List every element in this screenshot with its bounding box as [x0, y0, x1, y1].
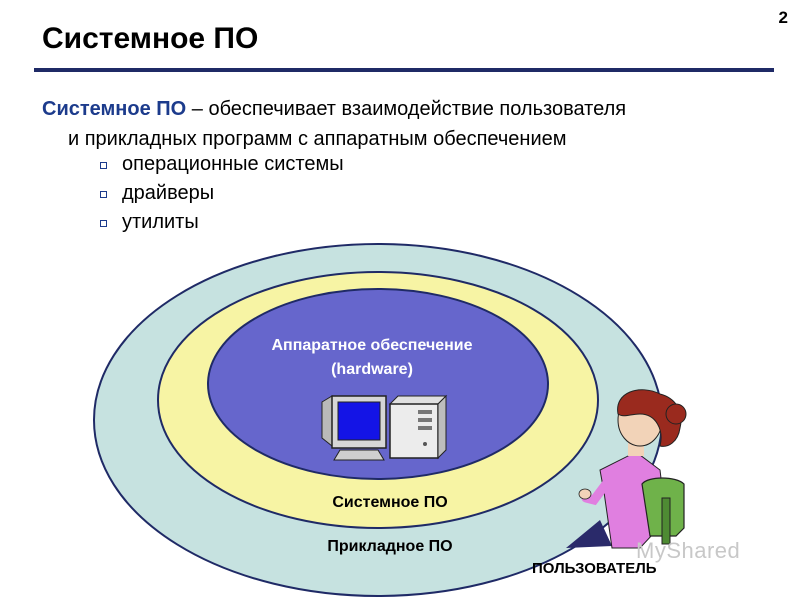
computer-tower-icon [388, 394, 448, 460]
definition-text: Системное ПО – обеспечивает взаимодейств… [42, 94, 772, 154]
slide-title: Системное ПО [42, 22, 259, 55]
core-hardware [207, 288, 549, 480]
definition-line-1: Системное ПО – обеспечивает взаимодейств… [42, 94, 772, 124]
definition-rest: – обеспечивает взаимодействие пользовате… [186, 98, 627, 120]
bullet-item: утилиты [98, 208, 344, 237]
slide-number: 2 [778, 8, 788, 27]
bullet-square-icon [100, 220, 107, 227]
monitor-icon [321, 395, 387, 461]
title-underline [34, 68, 774, 72]
bullet-item: операционные системы [98, 150, 344, 179]
bullet-list: операционные системы драйверы утилиты [98, 150, 344, 237]
hardware-label: Аппаратное обеспечение (hardware) [271, 337, 473, 378]
application-software-label: Прикладное ПО [327, 538, 453, 555]
bullet-item: драйверы [98, 179, 344, 208]
user-figure-icon [566, 389, 687, 549]
watermark-text: MyShared [636, 538, 741, 563]
bullet-square-icon [100, 162, 107, 169]
definition-term: Системное ПО [42, 98, 187, 120]
bullet-square-icon [100, 191, 107, 198]
user-label: ПОЛЬЗОВАТЕЛЬ [532, 560, 657, 577]
definition-line-2: и прикладных программ с аппаратным обесп… [68, 128, 567, 150]
system-software-label: Системное ПО [332, 494, 448, 511]
